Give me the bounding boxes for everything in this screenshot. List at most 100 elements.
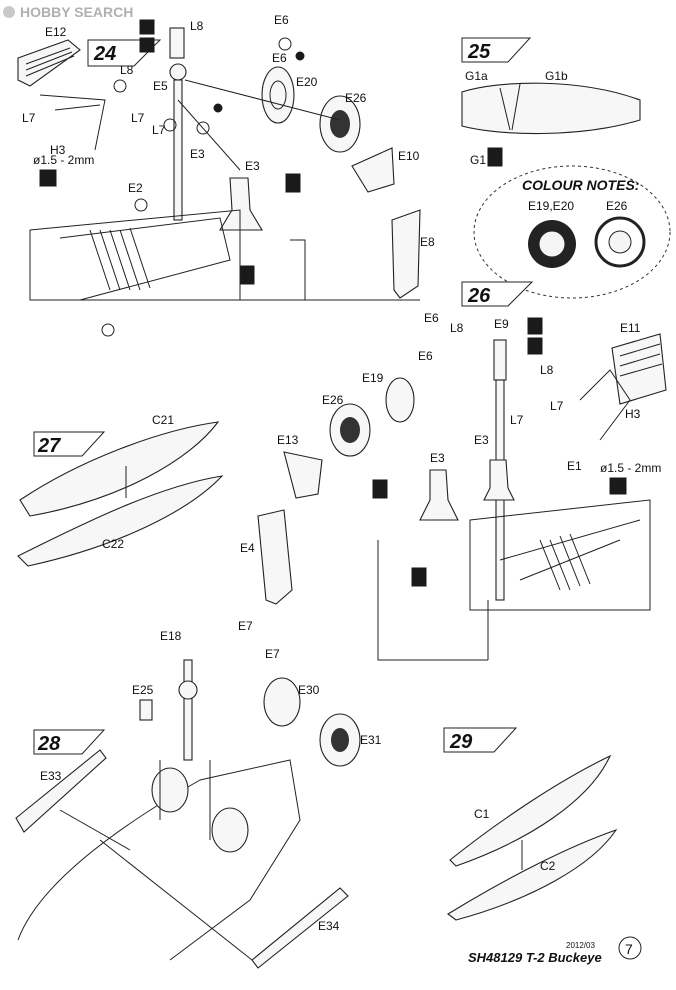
- svg-text:L7: L7: [510, 413, 524, 427]
- svg-text:L8: L8: [450, 321, 464, 335]
- colour-notes: COLOUR NOTES: E19,E20 E26: [473, 165, 671, 299]
- svg-text:L8: L8: [120, 63, 134, 77]
- svg-text:E8: E8: [420, 235, 435, 249]
- svg-text:E3: E3: [245, 159, 260, 173]
- step-24: 24 E12 L7 H3 ø1.5 - 2mm L8 E6 E6 E5 L8 L…: [17, 13, 435, 337]
- canopy-g1: [461, 82, 641, 135]
- part-e4: [257, 509, 293, 605]
- step-25: 25 G1a G1b G1: [461, 37, 641, 167]
- svg-text:E26: E26: [345, 91, 367, 105]
- part-e34: [251, 887, 349, 969]
- footer-code: 2012/03: [566, 941, 595, 950]
- svg-text:E18: E18: [160, 629, 182, 643]
- drill-icon: [609, 477, 627, 495]
- svg-text:G1: G1: [470, 153, 486, 167]
- hint-icon: [139, 19, 155, 35]
- part-e3: [483, 459, 515, 501]
- svg-text:E20: E20: [296, 75, 318, 89]
- hint-icon: [239, 265, 255, 285]
- canopy-c2: [447, 828, 618, 921]
- svg-text:E4: E4: [240, 541, 255, 555]
- wheel-e19: [385, 377, 415, 423]
- svg-text:L8: L8: [190, 19, 204, 33]
- svg-text:C22: C22: [102, 537, 124, 551]
- step-28: 28 E7 E18 E7 E25 E30 E31 E33 E34: [15, 619, 382, 969]
- svg-text:C21: C21: [152, 413, 174, 427]
- svg-text:E19,E20: E19,E20: [528, 199, 574, 213]
- svg-text:L7: L7: [152, 123, 166, 137]
- svg-text:E26: E26: [322, 393, 344, 407]
- svg-text:E10: E10: [398, 149, 420, 163]
- svg-text:E3: E3: [430, 451, 445, 465]
- step-27: 27 C21 C22: [17, 413, 224, 567]
- svg-text:E34: E34: [318, 919, 340, 933]
- step-26: 26 E6 L8 E9 E6 E19 E26 E11 L8 L7 L7 H3 E…: [240, 281, 667, 661]
- fuselage: [17, 759, 301, 961]
- svg-text:E6: E6: [272, 51, 287, 65]
- svg-text:G1b: G1b: [545, 69, 568, 83]
- svg-text:ø1.5 - 2mm: ø1.5 - 2mm: [600, 461, 661, 475]
- svg-text:C2: C2: [540, 859, 556, 873]
- svg-text:E6: E6: [418, 349, 433, 363]
- wheel-e30: [263, 677, 301, 727]
- page-number: 7: [625, 941, 633, 957]
- svg-text:L7: L7: [131, 111, 145, 125]
- part-e3: [419, 469, 459, 521]
- footer-title: SH48129 T-2 Buckeye: [468, 950, 602, 965]
- svg-text:E3: E3: [190, 147, 205, 161]
- hint-icon: [527, 317, 543, 335]
- colour-notes-title: COLOUR NOTES:: [522, 177, 639, 193]
- svg-text:L8: L8: [540, 363, 554, 377]
- step-number: 24: [93, 43, 116, 65]
- canopy-c1: [449, 754, 612, 867]
- hint-icon: [285, 173, 301, 193]
- watermark: HOBBY SEARCH: [3, 4, 133, 20]
- hint-icon: [527, 337, 543, 355]
- label: E12: [45, 25, 67, 39]
- watermark-text: HOBBY SEARCH: [20, 4, 133, 20]
- svg-text:E7: E7: [265, 647, 280, 661]
- svg-text:27: 27: [37, 435, 61, 457]
- svg-text:E11: E11: [620, 321, 641, 335]
- intake: [211, 807, 249, 853]
- drill-icon: [39, 169, 57, 187]
- svg-text:H3: H3: [625, 407, 641, 421]
- svg-text:E2: E2: [128, 181, 143, 195]
- part-e11: [611, 333, 667, 405]
- part-e8: [391, 209, 421, 299]
- part-strut: [183, 659, 193, 761]
- part-e3: [219, 177, 263, 231]
- canopy-c21: [19, 421, 220, 517]
- part-e13: [283, 451, 323, 499]
- wheel-e20: [261, 66, 295, 124]
- part-e10: [351, 147, 395, 193]
- svg-text:E31: E31: [360, 733, 382, 747]
- svg-text:L7: L7: [550, 399, 564, 413]
- svg-text:E33: E33: [40, 769, 62, 783]
- part-e33: [15, 749, 107, 833]
- part-e9: [493, 339, 507, 381]
- paint-markers: [101, 37, 305, 337]
- svg-text:29: 29: [449, 731, 473, 753]
- hint-icon: [372, 479, 388, 499]
- drill-note: ø1.5 - 2mm: [33, 153, 94, 167]
- hint-icon: [411, 567, 427, 587]
- step-29: 29 C1 C2: [443, 727, 618, 921]
- svg-text:E3: E3: [474, 433, 489, 447]
- svg-text:E25: E25: [132, 683, 154, 697]
- svg-text:G1a: G1a: [465, 69, 488, 83]
- svg-text:E19: E19: [362, 371, 384, 385]
- intake: [151, 767, 189, 813]
- svg-text:E7: E7: [238, 619, 253, 633]
- footer: 2012/03 SH48129 T-2 Buckeye 7: [468, 936, 642, 965]
- label: H3: [50, 143, 66, 157]
- canopy-c22: [17, 475, 224, 567]
- hint-icon: [487, 147, 503, 167]
- svg-text:28: 28: [37, 733, 61, 755]
- part-e5: [169, 27, 185, 59]
- svg-text:E13: E13: [277, 433, 299, 447]
- svg-text:E6: E6: [274, 13, 289, 27]
- svg-text:26: 26: [467, 285, 491, 307]
- svg-text:C1: C1: [474, 807, 490, 821]
- svg-text:E6: E6: [424, 311, 439, 325]
